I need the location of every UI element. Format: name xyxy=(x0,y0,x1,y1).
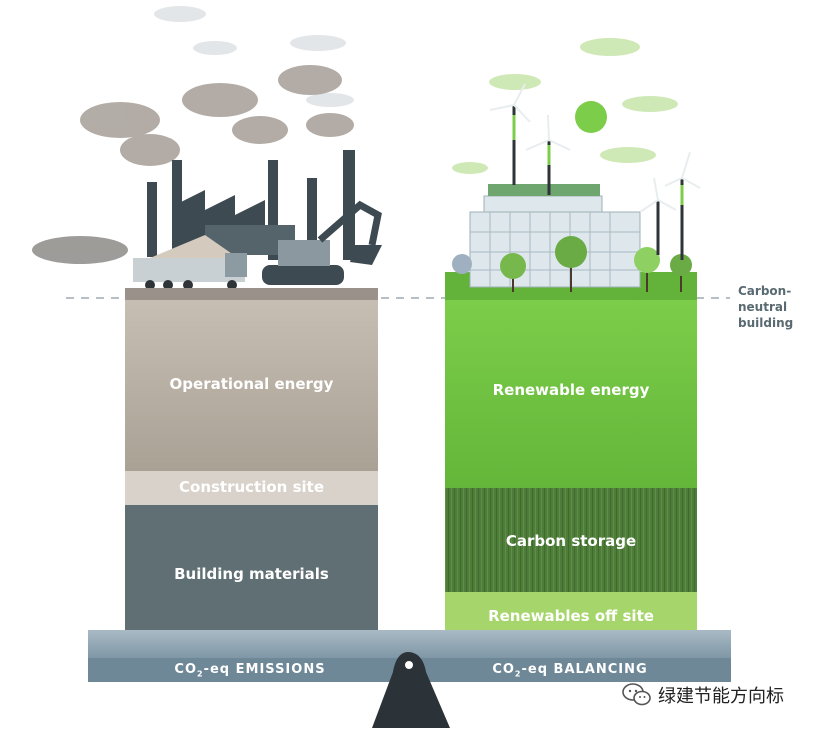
emissions-suffix: -eq EMISSIONS xyxy=(203,662,326,677)
watermark-text: 绿建节能方向标 xyxy=(658,686,784,707)
turbine-green-segments xyxy=(512,115,684,205)
carbon-storage-label: Carbon storage xyxy=(505,532,637,550)
wechat-icon xyxy=(622,683,651,706)
balancing-suffix: -eq BALANCING xyxy=(521,662,648,677)
renewable-energy-block xyxy=(445,300,697,488)
carbon-storage-block xyxy=(445,488,697,592)
balancing-label: CO2-eq BALANCING xyxy=(470,662,670,679)
turbine-blades xyxy=(489,83,701,213)
operational-energy-block xyxy=(125,300,378,471)
carbon-neutral-line1: Carbon-neutral xyxy=(738,284,792,314)
left-ground xyxy=(125,288,378,300)
fulcrum-pin xyxy=(405,661,413,669)
renewable-energy-label: Renewable energy xyxy=(492,381,650,399)
trees xyxy=(452,236,692,292)
balancing-subscript: 2 xyxy=(514,669,522,679)
carbon-neutral-line2: building xyxy=(738,316,794,330)
carbon-neutral-building-label: Carbon-neutral building xyxy=(738,283,838,331)
fulcrum xyxy=(372,652,450,728)
watermark: 绿建节能方向标 xyxy=(622,678,832,712)
clouds xyxy=(154,6,354,107)
emissions-subscript: 2 xyxy=(197,669,204,679)
trucks-and-excavator xyxy=(133,200,382,290)
balancing-prefix: CO xyxy=(492,662,515,677)
renewables-off-site-label: Renewables off site xyxy=(488,607,654,625)
operational-energy-label: Operational energy xyxy=(169,375,334,393)
green-clouds xyxy=(452,38,678,174)
construction-site-label: Construction site xyxy=(179,478,324,496)
green-building xyxy=(469,184,641,288)
building-materials-label: Building materials xyxy=(174,565,329,583)
emissions-prefix: CO xyxy=(174,662,198,677)
construction-site-block xyxy=(125,471,378,505)
building-materials-block xyxy=(125,505,378,640)
emissions-label: CO2-eq EMISSIONS xyxy=(150,662,350,679)
sun xyxy=(575,101,607,133)
smoke-plumes xyxy=(32,65,354,264)
